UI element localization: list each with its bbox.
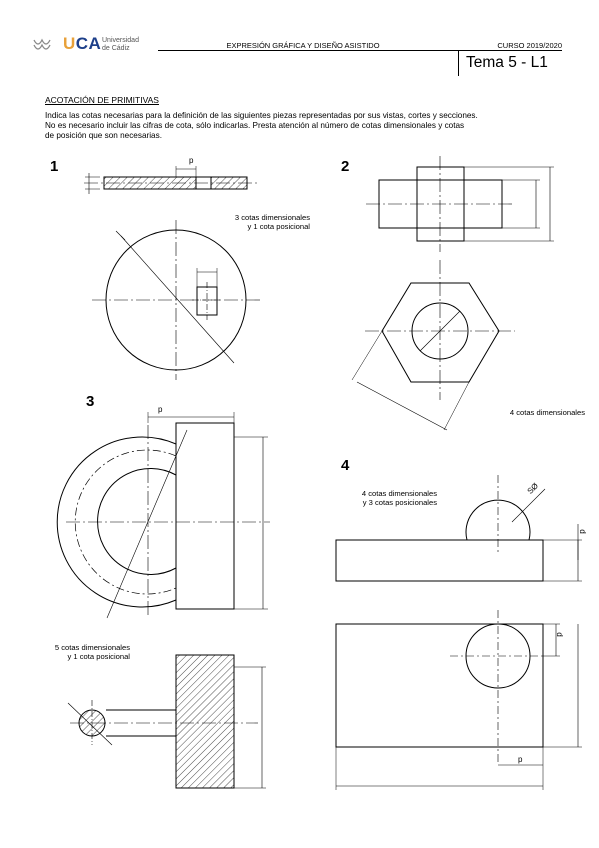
exercise-4-diameter-label: SØ (525, 481, 541, 496)
course-label: CURSO 2019/2020 (497, 41, 562, 50)
exercise-1-number: 1 (50, 158, 59, 175)
exercise-4-drawing (335, 475, 582, 790)
exercise-4-dim-label-1: p (577, 529, 587, 534)
subject-title: EXPRESIÓN GRÁFICA Y DISEÑO ASISTIDO (226, 41, 380, 50)
logo-text: UCA (63, 34, 102, 53)
exercise-1-drawing (84, 166, 260, 380)
section-title: ACOTACIÓN DE PRIMITIVAS (45, 95, 159, 105)
instructions: Indica las cotas necesarias para la defi… (45, 111, 478, 140)
exercise-2-drawing (351, 156, 554, 431)
tema-divider (458, 50, 459, 76)
exercise-3-dim-label: p (158, 405, 163, 414)
header-rule (158, 50, 562, 51)
exercise-3-drawing (56, 412, 270, 789)
exercise-4-dim-label-3: p (518, 755, 523, 764)
tema-title: Tema 5 - L1 (466, 54, 548, 71)
exercise-1-dim-label: p (189, 156, 194, 165)
exercise-4-dim-label-2: p (554, 632, 564, 637)
logo-waves-icon (33, 38, 51, 50)
exercise-2-note: 4 cotas dimensionales (509, 408, 585, 417)
exercise-3-number: 3 (86, 393, 95, 410)
exercise-4-number: 4 (341, 457, 350, 474)
exercise-2-number: 2 (341, 158, 350, 175)
